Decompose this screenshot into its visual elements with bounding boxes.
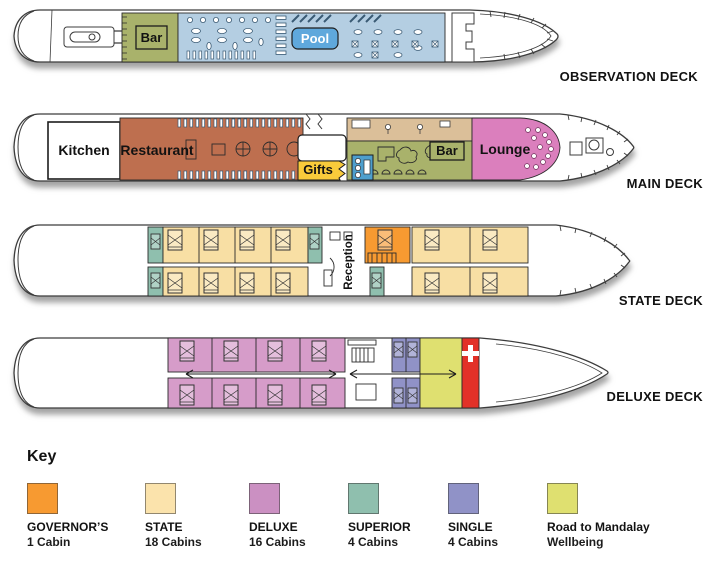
bow-hatch-ticks [479, 10, 554, 61]
lounge-label: Lounge [480, 141, 531, 157]
lounge-area [471, 117, 561, 181]
key-item-wellbeing: Road to Mandalay Wellbeing [547, 483, 707, 550]
mast-housing [451, 12, 475, 63]
deluxe-deck-label: DELUXE DECK [606, 389, 703, 404]
key-item-governors: GOVERNOR’S 1 Cabin [27, 483, 127, 550]
observation-deck-plan: Bar [13, 9, 559, 63]
bow-hatch-ticks [559, 225, 626, 296]
state-cabin-bands [147, 226, 529, 297]
key-label-single: SINGLE [448, 520, 493, 534]
bow-hatch-ticks [567, 114, 629, 181]
key-swatch-state [145, 483, 176, 514]
key-swatch-wellbeing [547, 483, 578, 514]
medical-cross-icon [462, 345, 479, 362]
main-deck-plan: Kitchen Restaurant Gifts [13, 113, 635, 182]
restaurant-label: Restaurant [120, 142, 193, 158]
ladder-ticks [122, 16, 127, 60]
pool-label: Pool [301, 31, 329, 46]
gifts-area [297, 160, 346, 181]
main-deck-label: MAIN DECK [626, 176, 703, 191]
key-count-wellbeing: Wellbeing [547, 535, 604, 549]
gifts-label: Gifts [303, 162, 333, 177]
kitchen-room [47, 121, 121, 180]
key-label-state: STATE [145, 520, 183, 534]
stern-detail [17, 338, 35, 408]
key-swatch-governors [27, 483, 58, 514]
key-label-superior: SUPERIOR [348, 520, 411, 534]
stair-core [347, 339, 377, 401]
key-swatch-single [448, 483, 479, 514]
key-label-governors: GOVERNOR’S [27, 520, 109, 534]
bar-label-box [429, 141, 465, 161]
tender-boat-icon [63, 26, 122, 48]
lobby-furniture [351, 119, 451, 134]
key-label-wellbeing: Road to Mandalay [547, 520, 650, 534]
deluxe-deck-plan [13, 337, 609, 409]
state-deck-label: STATE DECK [618, 293, 703, 308]
deck-seam [49, 9, 53, 63]
key-item-deluxe: DELUXE 16 Cabins [249, 483, 349, 550]
key-swatch-deluxe [249, 483, 280, 514]
deck-furniture [186, 14, 439, 60]
bar-label: Bar [141, 30, 163, 45]
key-title: Key [27, 448, 57, 465]
key-item-state: STATE 18 Cabins [145, 483, 245, 550]
state-deck-plan: Reception [13, 224, 631, 297]
stern-detail [17, 10, 35, 62]
plan-break-zigzag [305, 113, 323, 130]
bow-inner-line [495, 343, 603, 403]
key-item-superior: SUPERIOR 4 Cabins [348, 483, 448, 550]
reception-label: Reception [343, 234, 355, 290]
key-count-superior: 4 Cabins [348, 535, 399, 549]
observation-deck-label: OBSERVATION DECK [559, 69, 698, 84]
reception-area [323, 231, 397, 287]
observation-bar-area [121, 12, 179, 63]
key-label-deluxe: DELUXE [249, 520, 298, 534]
shop-room [297, 134, 347, 162]
service-fixtures [355, 158, 371, 178]
lounge-furniture [524, 127, 554, 170]
stern-detail [17, 114, 35, 181]
bar-label-box [135, 25, 168, 50]
restaurant-furniture [177, 118, 302, 180]
key-count-state: 18 Cabins [145, 535, 202, 549]
key-count-single: 4 Cabins [448, 535, 499, 549]
key-count-governors: 1 Cabin [27, 535, 71, 549]
main-bar-label: Bar [436, 143, 458, 158]
key-swatch-superior [348, 483, 379, 514]
kitchen-label: Kitchen [58, 142, 109, 158]
bow-equipment [569, 137, 614, 156]
stern-detail [17, 225, 35, 296]
key-count-deluxe: 16 Cabins [249, 535, 306, 549]
pool-area [291, 27, 339, 50]
escape-route-arrows [185, 369, 457, 379]
key-item-single: SINGLE 4 Cabins [448, 483, 548, 550]
